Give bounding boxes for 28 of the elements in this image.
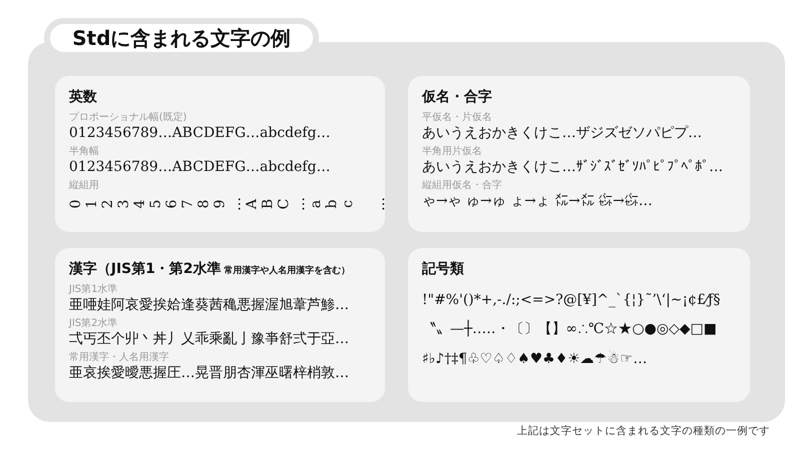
section-label: 半角用片仮名: [422, 146, 482, 158]
sample-characters: 0123456789…ABCDEFG…abcdefg…: [69, 124, 330, 142]
sample-characters: !"#%'()*+,-./:;<=>?@[¥]^_`{¦}˜’\‘|~¡¢£⁄ƒ§: [422, 292, 720, 308]
sample-characters: あいうえおかきくけこ…ザジズゼソパピプ…: [422, 124, 702, 142]
panel-heading: 英数: [69, 88, 97, 106]
sample-characters: 亜哀挨愛曖悪握圧…晃晋朋杏渾巫曙梓梢敦…: [69, 364, 349, 382]
sample-characters: 亜唖娃阿哀愛挨姶逢葵茜穐悪握渥旭葦芦鯵…: [69, 296, 349, 314]
section-label: 縦組用仮名・合字: [422, 180, 502, 192]
sample-characters: 0123456789…ABC…abc …: [69, 196, 389, 213]
section-label: 平仮名・片仮名: [422, 112, 492, 124]
panel-heading: 仮名・合字: [422, 88, 492, 106]
sample-characters: あいうえおかきくけこ…ｻﾞｼﾞｽﾞｾﾞｿﾊﾟﾋﾟﾌﾟﾍﾟﾎﾟ…: [422, 158, 723, 176]
panel-heading: 記号類: [422, 260, 464, 278]
sample-characters: 0123456789…ABCDEFG…abcdefg…: [69, 158, 330, 176]
section-label: 半角幅: [69, 146, 99, 158]
title: Stdに含まれる文字の例: [72, 24, 291, 52]
sample-characters: 〝〟—┼‥…・〔〕【】∞∴℃☆★○●◎◇◆□■: [422, 320, 717, 338]
section-label: 縦組用: [69, 180, 99, 192]
sample-characters: ♯♭♪†‡¶♧♡♤♢♠♥♣♦☀☁☂☃☞…: [422, 350, 648, 367]
caption: 上記は文字セットに含まれる文字の種類の一例です: [517, 424, 770, 438]
section-label: JIS第1水準: [69, 284, 118, 296]
sample-characters: 弌丐丕个丱丶丼丿乂乖乘亂亅豫亊舒弍于亞…: [69, 330, 349, 348]
section-label: 常用漢字・人名用漢字: [69, 352, 169, 364]
heading-note: 常用漢字や人名用漢字を含む）: [224, 264, 350, 277]
panel-heading: 漢字（JIS第1・第2水準: [69, 260, 221, 278]
section-label: プロポーショナル幅(既定): [69, 112, 187, 124]
sample-characters: ゃ→ゃ ゅ→ゅ ょ→ょ ㍍→㍍ ㌫→㌫…: [422, 192, 652, 210]
section-label: JIS第2水準: [69, 318, 118, 330]
